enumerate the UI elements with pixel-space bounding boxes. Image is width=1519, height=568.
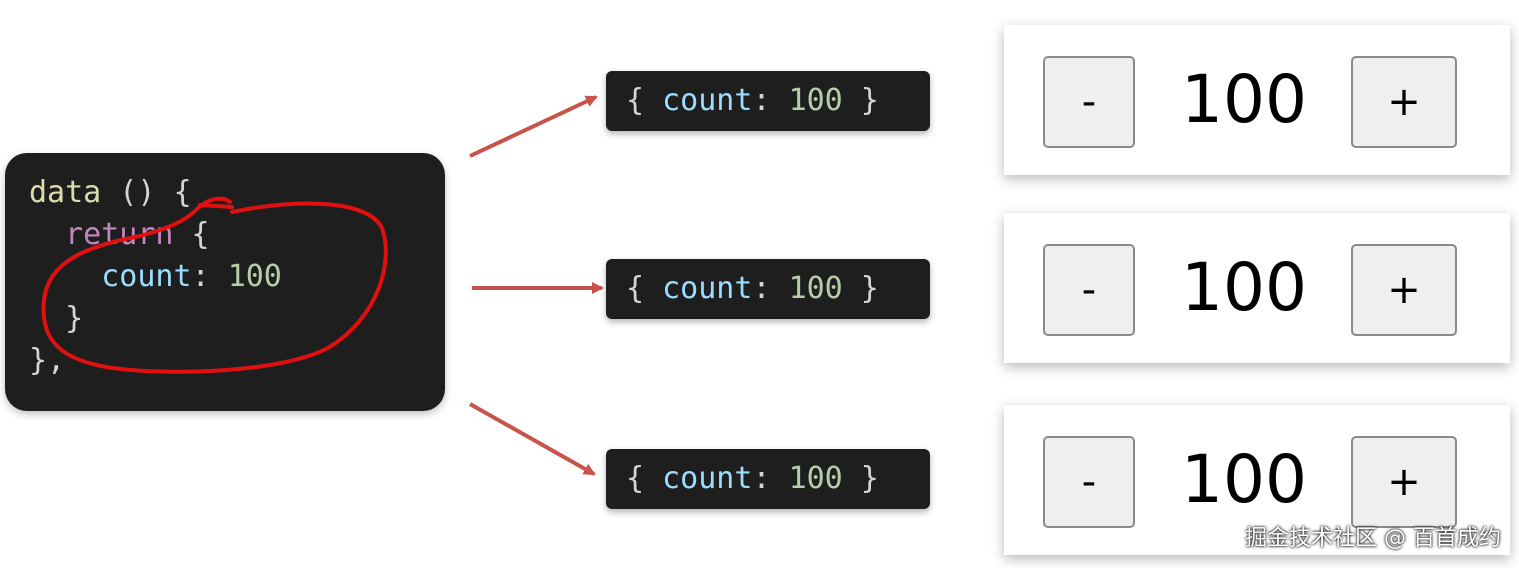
code-return-brace: { xyxy=(173,217,210,252)
object-open-brace: { xyxy=(626,271,663,306)
data-object-2: { count: 100 } xyxy=(606,259,930,319)
increment-button[interactable]: + xyxy=(1351,56,1457,148)
decrement-button[interactable]: - xyxy=(1043,56,1135,148)
counter-value: 100 xyxy=(1181,61,1307,138)
object-close-brace: } xyxy=(842,271,879,306)
decrement-button[interactable]: - xyxy=(1043,244,1135,336)
object-prop-count: count xyxy=(662,461,753,496)
increment-button[interactable]: + xyxy=(1351,436,1457,528)
code-fn-name: data xyxy=(29,175,102,210)
counter-value: 100 xyxy=(1181,249,1307,326)
object-close-brace: } xyxy=(842,461,879,496)
object-open-brace: { xyxy=(626,461,663,496)
code-indent xyxy=(29,217,65,252)
object-prop-count: count xyxy=(662,83,753,118)
object-colon: : xyxy=(752,461,789,496)
counter-panel-2: - 100 + xyxy=(1004,213,1510,363)
increment-button[interactable]: + xyxy=(1351,244,1457,336)
arrow-to-object-3 xyxy=(469,402,596,476)
counter-panel-1: - 100 + xyxy=(1004,25,1510,175)
code-prop-count: count xyxy=(101,259,192,294)
data-object-1: { count: 100 } xyxy=(606,71,930,131)
watermark: 掘金技术社区 @ 百首成约 xyxy=(1245,526,1501,551)
object-value: 100 xyxy=(788,83,843,118)
code-indent xyxy=(29,259,101,294)
data-object-3: { count: 100 } xyxy=(606,449,930,509)
counter-panel-3: - 100 + xyxy=(1004,405,1510,555)
code-line-2: return { xyxy=(29,215,210,255)
counter-value: 100 xyxy=(1181,441,1307,518)
object-open-brace: { xyxy=(626,83,663,118)
decrement-button[interactable]: - xyxy=(1043,436,1135,528)
code-fn-parens: () { xyxy=(101,175,192,210)
object-colon: : xyxy=(752,83,789,118)
object-colon: : xyxy=(752,271,789,306)
object-close-brace: } xyxy=(842,83,879,118)
object-prop-count: count xyxy=(662,271,753,306)
code-value-100: 100 xyxy=(227,259,282,294)
object-value: 100 xyxy=(788,271,843,306)
code-return-keyword: return xyxy=(65,217,174,252)
code-colon: : xyxy=(191,259,228,294)
arrow-to-object-1 xyxy=(469,95,598,158)
object-value: 100 xyxy=(788,461,843,496)
code-line-3: count: 100 xyxy=(29,257,282,297)
code-line-4: } xyxy=(29,301,84,336)
code-line-5: }, xyxy=(29,343,66,378)
code-block: data () { return { count: 100 } }, xyxy=(5,153,445,411)
code-line-1: data () { xyxy=(29,173,192,213)
